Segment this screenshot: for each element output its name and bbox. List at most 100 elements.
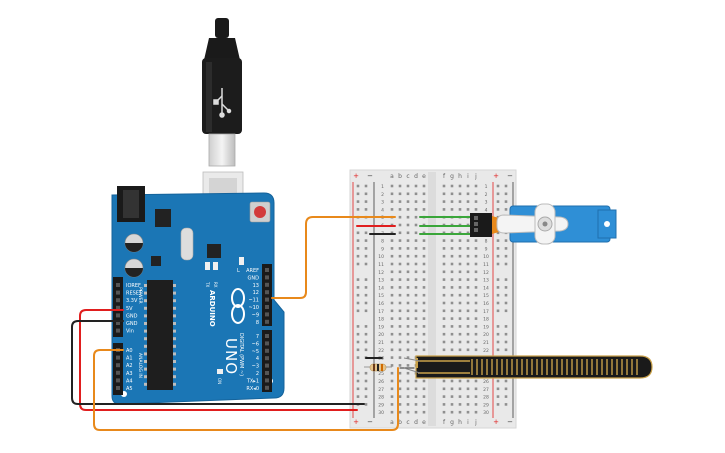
on-label: ON	[217, 378, 222, 384]
digital-pin-label: ~6	[252, 341, 259, 347]
breadboard-row-number: 9	[381, 246, 384, 252]
breadboard-row-number: 3	[485, 200, 488, 206]
breadboard-row-number: 26	[378, 379, 384, 385]
wire-servo-signal[interactable]	[271, 216, 396, 299]
breadboard-row-number: 25	[378, 371, 384, 377]
digital-pin-label: 12	[253, 290, 259, 296]
breadboard-row-number: 17	[483, 309, 489, 315]
digital-pin-label: 2	[256, 371, 259, 377]
rail-label: +	[493, 418, 499, 426]
breadboard-column-letter: f	[443, 173, 446, 180]
power-pin-label: 3.3V	[126, 298, 138, 304]
breadboard-column-letter: a	[390, 173, 394, 180]
breadboard-row-number: 15	[378, 293, 384, 299]
breadboard-row-number: 22	[483, 348, 489, 354]
wire-5v[interactable]	[79, 309, 358, 411]
breadboard-row-number: 13	[378, 278, 384, 284]
breadboard-row-number: 20	[378, 332, 384, 338]
breadboard-column-letter: h	[458, 173, 462, 180]
led-label-rx: RX	[213, 282, 218, 288]
breadboard-row-number: 16	[378, 301, 384, 307]
arduino-uno: TX RX L ON ARDUINO UNO IOREFRESET3.3V5VG…	[111, 186, 285, 405]
analog-pin-label: A3	[126, 371, 133, 377]
breadboard-row-number: 10	[378, 254, 384, 260]
breadboard-row-number: 2	[381, 192, 384, 198]
breadboard-row-number: 13	[483, 278, 489, 284]
digital-pin-label: TX▸1	[246, 378, 259, 384]
breadboard-row-number: 17	[378, 309, 384, 315]
breadboard-row-number: 30	[483, 410, 489, 416]
digital-pin-label: ~3	[252, 364, 259, 370]
breadboard-row-number: 28	[378, 395, 384, 401]
breadboard-column-letter: j	[474, 419, 477, 426]
breadboard-row-number: 21	[378, 340, 384, 346]
breadboard-row-number: 2	[485, 192, 488, 198]
digital-pin-label: RX◂0	[246, 386, 259, 392]
breadboard-row-number: 12	[378, 270, 384, 276]
breadboard-column-letter: b	[398, 173, 402, 180]
rail-label: −	[507, 172, 513, 180]
wire-gnd[interactable]	[71, 320, 365, 405]
breadboard-row-number: 8	[381, 239, 384, 245]
wire-a0[interactable]	[93, 349, 399, 431]
breadboard-row-number: 29	[378, 402, 384, 408]
digital-pin-label: 4	[256, 356, 259, 362]
breadboard-row-number: 12	[483, 270, 489, 276]
breadboard-row-number: 14	[483, 285, 489, 291]
reset-button[interactable]	[249, 201, 271, 223]
breadboard-column-letter: e	[422, 419, 426, 426]
rail-label: −	[367, 172, 373, 180]
digital-pin-label: AREF	[246, 268, 259, 274]
rail-label: −	[507, 418, 513, 426]
wires	[71, 216, 475, 431]
digital-pin-label: ~11	[248, 298, 259, 304]
power-pin-label: 5V	[126, 306, 133, 312]
rail-label: +	[493, 172, 499, 180]
analog-pin-label: A0	[126, 348, 133, 354]
digital-pin-label: 8	[256, 320, 259, 326]
dc-power-jack	[117, 186, 145, 222]
breadboard-row-number: 1	[485, 184, 488, 190]
usb-trident-icon	[213, 88, 232, 118]
breadboard-row-number: 20	[483, 332, 489, 338]
breadboard-row-number: 22	[378, 348, 384, 354]
breadboard-row-number: 27	[378, 387, 384, 393]
arduino-logo	[231, 288, 245, 324]
atmega-chip	[144, 280, 176, 390]
breadboard-row-number: 21	[483, 340, 489, 346]
status-leds: TX RX L ON	[205, 257, 244, 384]
power-pin-label: GND	[126, 313, 138, 319]
digital-pin-label: ~9	[252, 312, 259, 318]
rail-label: +	[353, 418, 359, 426]
analog-pin-label: A4	[126, 378, 133, 384]
digital-label: DIGITAL (PWM ~)	[238, 333, 244, 376]
led-label-tx: TX	[205, 281, 210, 287]
breadboard-row-number: 18	[378, 317, 384, 323]
servo-motor	[470, 203, 617, 245]
breadboard-row-number: 5	[381, 215, 384, 221]
digital-pin-label: 7	[256, 334, 259, 340]
power-pin-label: GND	[126, 321, 138, 327]
breadboard-row-number: 26	[483, 379, 489, 385]
led-label-l: L	[237, 268, 240, 274]
breadboard-row-number: 18	[483, 317, 489, 323]
power-pin-label: Vin	[126, 329, 134, 335]
breadboard-column-letter: h	[458, 419, 462, 426]
analog-pin-label: A2	[126, 363, 133, 369]
digital-pin-label: 13	[253, 283, 259, 289]
breadboard-column-letter: g	[450, 173, 454, 180]
breadboard-row-number: 15	[483, 293, 489, 299]
digital-pin-label: GND	[248, 275, 260, 281]
breadboard-column-letter: c	[406, 173, 409, 180]
breadboard-row-number: 8	[485, 239, 488, 245]
breadboard-column-letter: j	[474, 173, 477, 180]
digital-pin-label: ~10	[248, 305, 259, 311]
breadboard-row-number: 19	[378, 324, 384, 330]
servo-horn	[496, 203, 569, 245]
breadboard-column-letter: b	[398, 419, 402, 426]
breadboard-row-number: 3	[381, 200, 384, 206]
